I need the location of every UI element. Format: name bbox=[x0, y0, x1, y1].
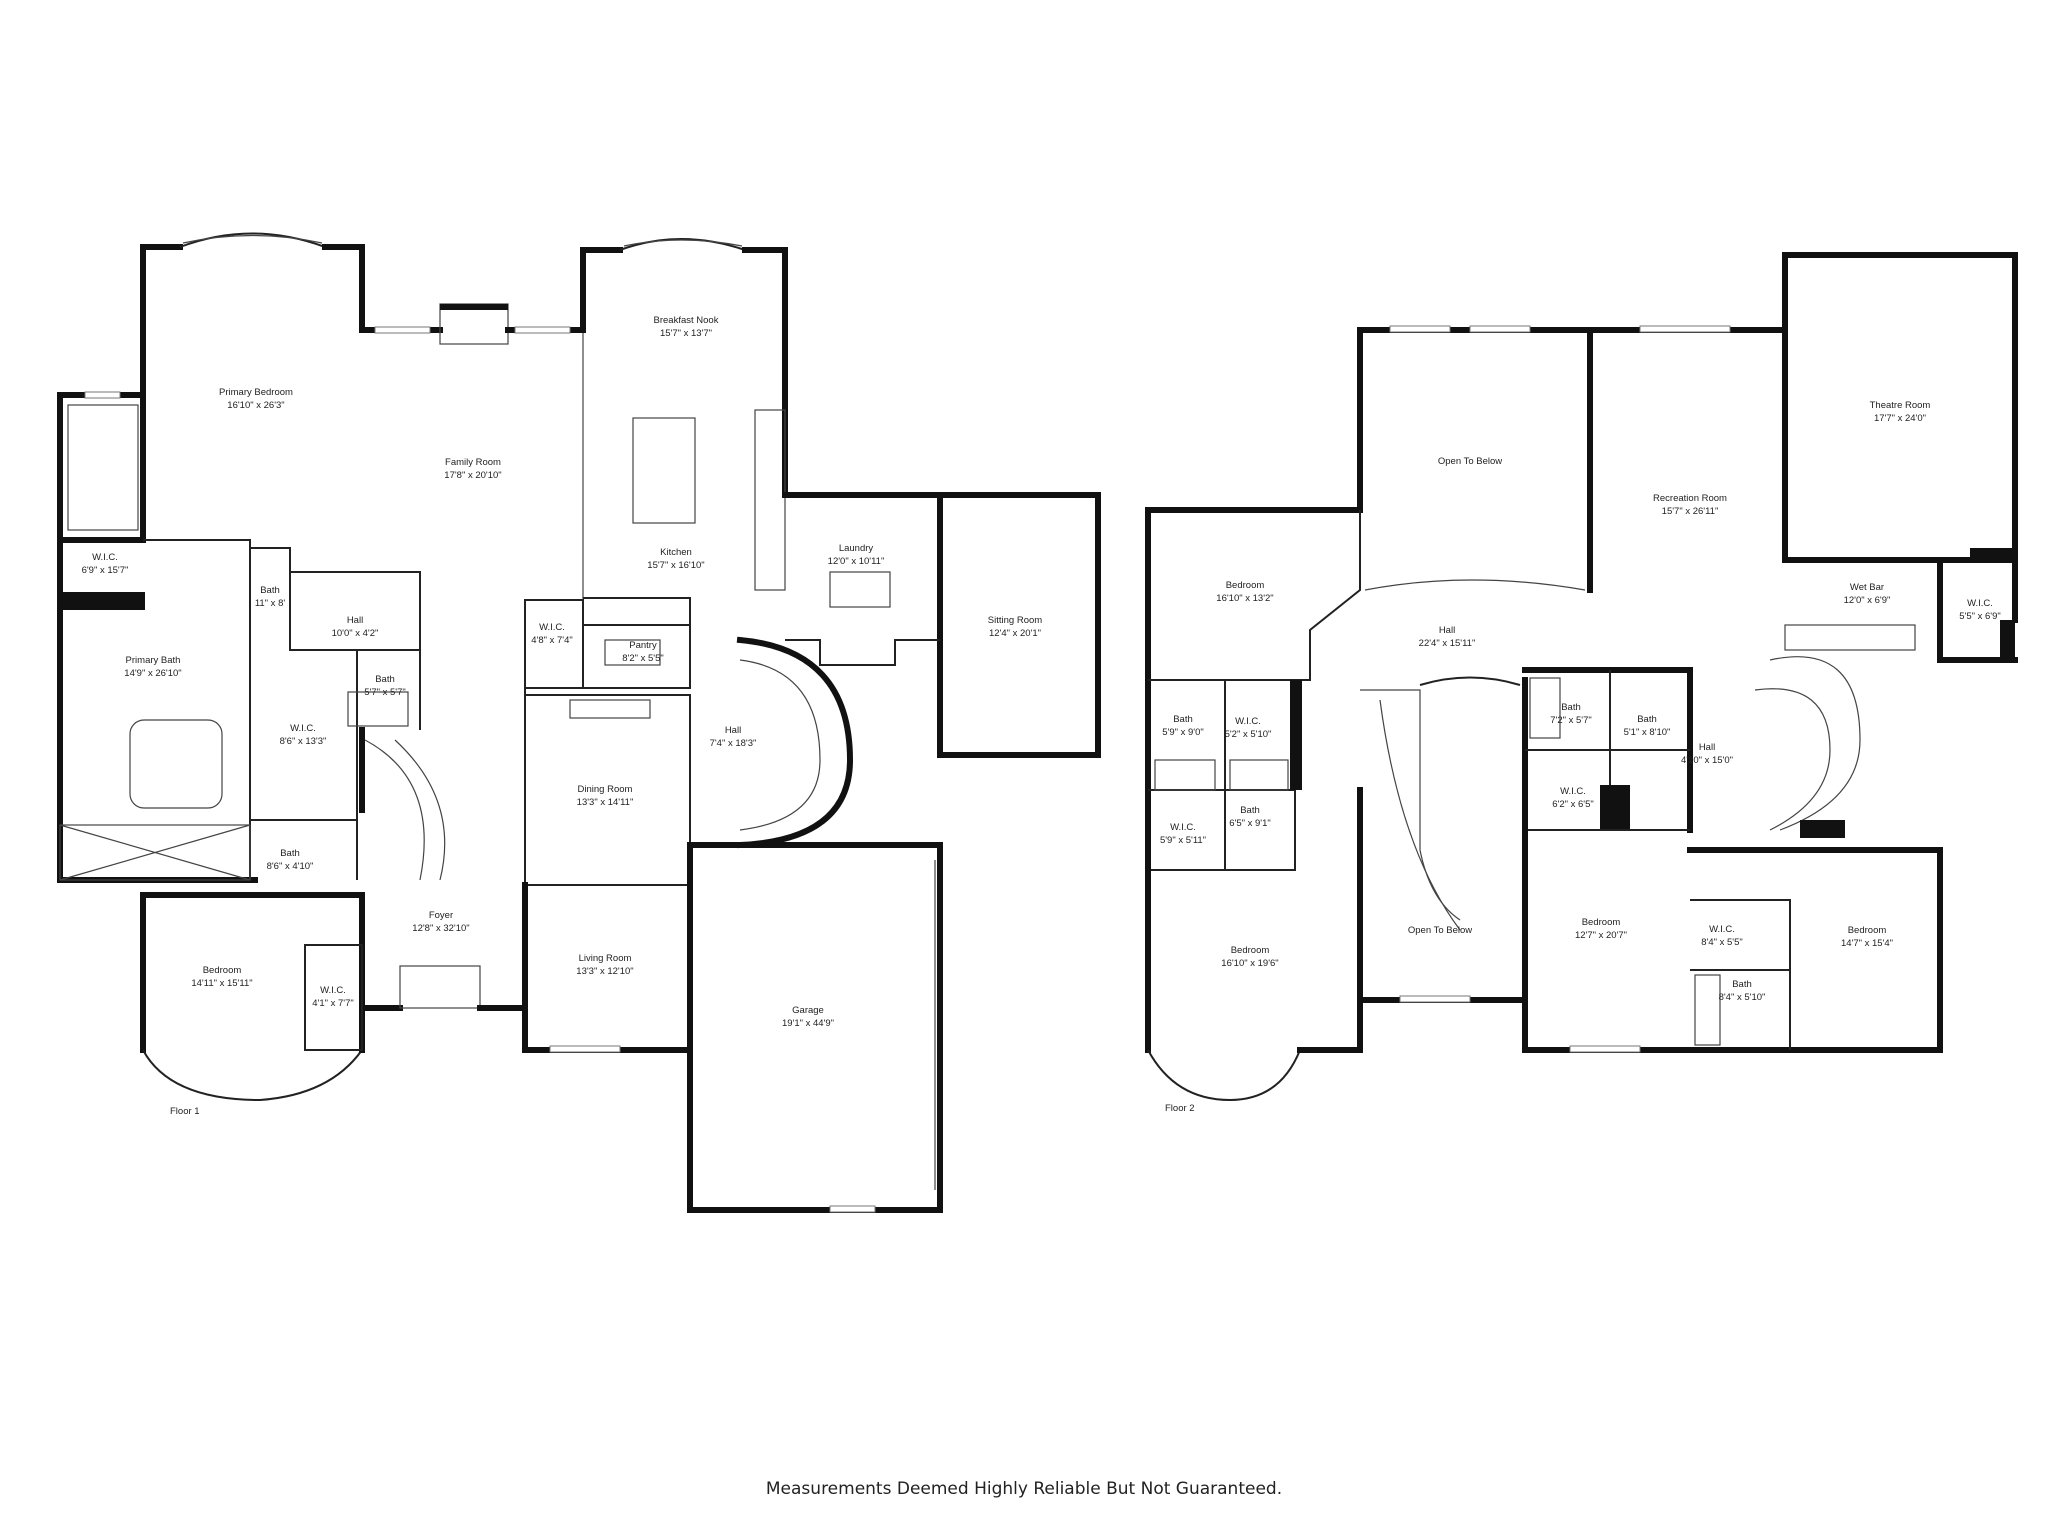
room-name: Bath bbox=[1637, 714, 1657, 725]
room-name: Dining Room bbox=[578, 784, 633, 795]
room-dims: 5'2" x 5'10" bbox=[1225, 729, 1272, 740]
room-name: Bedroom bbox=[1226, 580, 1265, 591]
room-name: W.I.C. bbox=[539, 622, 565, 633]
room-name: W.I.C. bbox=[92, 552, 118, 563]
floor-1-plan bbox=[57, 232, 1101, 1213]
room-name: Hall bbox=[347, 615, 363, 626]
room-name: Living Room bbox=[579, 953, 632, 964]
room-labels: Primary Bedroom 16'10" x 26'3" Family Ro… bbox=[82, 315, 2001, 1117]
room-name: Bath bbox=[1173, 714, 1193, 725]
floor-1-label: Floor 1 bbox=[170, 1106, 200, 1117]
room-dims: 15'7" x 16'10" bbox=[647, 560, 704, 571]
room-dims: 16'10" x 19'6" bbox=[1221, 958, 1278, 969]
room-dims: 12'0" x 10'11" bbox=[828, 556, 885, 567]
room-dims: 8'4" x 5'10" bbox=[1719, 992, 1766, 1003]
room-dims: 8'2" x 5'5" bbox=[622, 653, 664, 664]
room-name: W.I.C. bbox=[1560, 786, 1586, 797]
room-dims: 15'7" x 13'7" bbox=[660, 328, 712, 339]
room-name: W.I.C. bbox=[320, 985, 346, 996]
room-name: Open To Below bbox=[1408, 925, 1472, 936]
room-name: Bedroom bbox=[1848, 925, 1887, 936]
room-dims: 11" x 8' bbox=[255, 598, 286, 609]
room-dims: 5'1" x 8'10" bbox=[1624, 727, 1671, 738]
room-name: Primary Bedroom bbox=[219, 387, 293, 398]
room-name: Breakfast Nook bbox=[654, 315, 719, 326]
room-dims: 10'0" x 4'2" bbox=[332, 628, 379, 639]
room-name: W.I.C. bbox=[290, 723, 316, 734]
room-dims: 12'7" x 20'7" bbox=[1575, 930, 1627, 941]
room-name: W.I.C. bbox=[1709, 924, 1735, 935]
room-name: Family Room bbox=[445, 457, 501, 468]
room-name: Hall bbox=[1699, 742, 1715, 753]
room-name: Bath bbox=[1732, 979, 1752, 990]
room-name: Bedroom bbox=[1582, 917, 1621, 928]
room-dims: 17'7" x 24'0" bbox=[1874, 413, 1926, 424]
room-dims: 22'4" x 15'11" bbox=[1419, 638, 1476, 649]
room-dims: 14'11" x 15'11" bbox=[191, 978, 252, 989]
room-name: Bedroom bbox=[203, 965, 242, 976]
room-dims: 13'3" x 12'10" bbox=[576, 966, 633, 977]
room-name: Primary Bath bbox=[126, 655, 181, 666]
room-dims: 12'0" x 6'9" bbox=[1844, 595, 1891, 606]
room-dims: 16'10" x 13'2" bbox=[1216, 593, 1273, 604]
room-name: W.I.C. bbox=[1967, 598, 1993, 609]
room-dims: 16'10" x 26'3" bbox=[227, 400, 284, 411]
room-name: Wet Bar bbox=[1850, 582, 1884, 593]
floor-2-label: Floor 2 bbox=[1165, 1103, 1195, 1114]
room-name: Foyer bbox=[429, 910, 453, 921]
disclaimer-text: Measurements Deemed Highly Reliable But … bbox=[765, 1479, 1283, 1499]
room-dims: 17'8" x 20'10" bbox=[444, 470, 501, 481]
room-name: Bath bbox=[1240, 805, 1260, 816]
room-name: Bath bbox=[280, 848, 300, 859]
room-name: Recreation Room bbox=[1653, 493, 1727, 504]
room-dims: 7'2" x 5'7" bbox=[1550, 715, 1592, 726]
room-name: W.I.C. bbox=[1235, 716, 1261, 727]
room-dims: 6'2" x 6'5" bbox=[1552, 799, 1594, 810]
room-name: Hall bbox=[725, 725, 741, 736]
room-name: Pantry bbox=[629, 640, 657, 651]
room-name: Bath bbox=[1561, 702, 1581, 713]
room-dims: 12'8" x 32'10" bbox=[412, 923, 469, 934]
room-name: Kitchen bbox=[660, 547, 692, 558]
room-dims: 4'1" x 7'7" bbox=[312, 998, 354, 1009]
room-name: Open To Below bbox=[1438, 456, 1502, 467]
room-name: Bedroom bbox=[1231, 945, 1270, 956]
room-dims: 5'7" x 5'7" bbox=[364, 687, 406, 698]
room-name: Laundry bbox=[839, 543, 874, 554]
room-dims: 6'9" x 15'7" bbox=[82, 565, 129, 576]
room-dims: 5'5" x 6'9" bbox=[1959, 611, 2001, 622]
room-dims: 12'4" x 20'1" bbox=[989, 628, 1041, 639]
room-name: W.I.C. bbox=[1170, 822, 1196, 833]
room-dims: 8'6" x 13'3" bbox=[280, 736, 327, 747]
room-dims: 14'7" x 15'4" bbox=[1841, 938, 1893, 949]
room-dims: 14'9" x 26'10" bbox=[124, 668, 181, 679]
room-dims: 4'8" x 7'4" bbox=[531, 635, 573, 646]
room-dims: 5'9" x 9'0" bbox=[1162, 727, 1204, 738]
room-dims: 7'4" x 18'3" bbox=[710, 738, 757, 749]
room-dims: 8'4" x 5'5" bbox=[1701, 937, 1743, 948]
room-dims: 5'9" x 5'11" bbox=[1160, 835, 1206, 846]
room-name: Bath bbox=[375, 674, 395, 685]
room-dims: 13'3" x 14'11" bbox=[577, 797, 634, 808]
room-dims: 6'5" x 9'1" bbox=[1229, 818, 1271, 829]
room-name: Hall bbox=[1439, 625, 1455, 636]
room-name: Bath bbox=[260, 585, 280, 596]
room-dims: 8'6" x 4'10" bbox=[267, 861, 314, 872]
room-dims: 19'1" x 44'9" bbox=[782, 1018, 834, 1029]
room-name: Sitting Room bbox=[988, 615, 1042, 626]
room-dims: 15'7" x 26'11" bbox=[1662, 506, 1719, 517]
room-dims: 4'10" x 15'0" bbox=[1681, 755, 1733, 766]
room-name: Theatre Room bbox=[1870, 400, 1931, 411]
room-name: Garage bbox=[792, 1005, 824, 1016]
floor-2-plan bbox=[1145, 252, 2018, 1102]
